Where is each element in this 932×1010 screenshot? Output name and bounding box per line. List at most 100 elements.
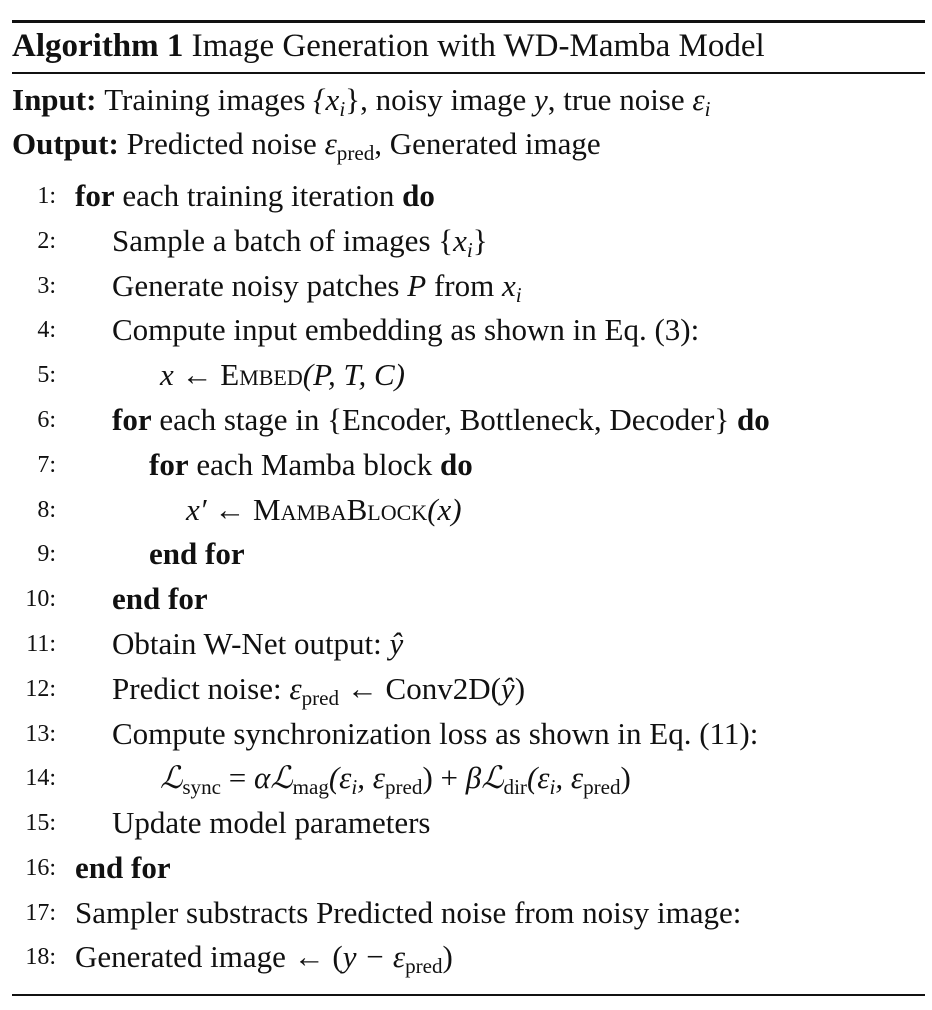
keyword-end-for: end for [75,850,171,885]
line-content: for each Mamba block do [149,443,473,487]
line-number: 5: [37,362,56,388]
math-loss: ℒ [160,760,183,795]
line-number: 12: [25,676,56,702]
output-label: Output: [12,126,119,161]
line-content: for each stage in {Encoder, Bottleneck, … [112,398,770,442]
math-sub: mag [292,774,329,799]
line-text-b: from [426,268,502,303]
algorithm-label: Algorithm 1 [12,28,184,64]
input-set: {x [313,82,340,117]
math-eq: = [220,760,254,795]
top-rule [12,20,925,23]
algorithm-title: Image Generation with WD-Mamba Model [191,28,765,64]
math-x: x [453,223,467,258]
bottom-rule [12,994,925,996]
line-number: 2: [37,228,56,254]
line-number: 16: [25,855,56,881]
math-eps: ε [289,671,302,706]
math-y: y [342,939,357,974]
paren-close: ) [422,760,433,795]
output-eps: ε [324,126,337,161]
arrow: ← [173,357,221,392]
keyword-for: for [75,178,115,213]
keyword-for: for [112,402,152,437]
output-line: Output: Predicted noise εpred, Generated… [12,124,601,164]
math-sub: pred [583,774,621,799]
math-minus-eps: − ε [356,939,406,974]
line-number: 4: [37,317,56,343]
input-eps-sub: i [704,96,711,121]
math-sub: i [549,774,556,799]
math-x: x [160,357,174,392]
keyword-do: do [737,402,770,437]
math-alpha-loss: αℒ [253,760,293,795]
line-content: Compute synchronization loss as shown in… [112,716,759,751]
math-sub: sync [182,774,221,799]
line-content: Generated image ← (y − εpred) [75,935,453,979]
function-mambablock: MambaBlock [253,492,428,527]
input-text-b: , noisy image [360,82,534,117]
line-number: 17: [25,900,56,926]
keyword-do: do [402,178,435,213]
line-content: Predict noise: εpred ← Conv2D(ŷ) [112,667,525,711]
line-text: Predict noise: [112,671,290,706]
line-content: ℒsync = αℒmag(εi, εpred) + βℒdir(εi, εpr… [160,756,631,800]
input-text: Training images [104,82,314,117]
line-content: for each training iteration do [75,174,435,218]
line-text-b: ← Conv2D( [339,671,501,706]
input-eps: ε [692,82,705,117]
line-content: Update model parameters [112,805,431,840]
input-set-sub: i [339,96,346,121]
paren-close: ) [514,671,526,706]
line-number: 1: [37,183,56,209]
output-text: Predicted noise [126,126,325,161]
line-number: 3: [37,273,56,299]
math-sub: pred [301,685,340,710]
line-number: 14: [25,765,56,791]
input-text-c: , true noise [547,82,693,117]
paren-close: ) [442,939,453,974]
line-content: x′ ← MambaBlock(x) [186,488,462,532]
line-text: each Mamba block [188,447,440,482]
line-text: each stage in {Encoder, Bottleneck, Deco… [151,402,738,437]
math-args: (ε [328,760,352,795]
math-sub: i [515,282,522,307]
math-beta-loss: βℒ [465,760,504,795]
keyword-for: for [149,447,189,482]
math-p: P [407,268,427,303]
keyword-end-for: end for [149,536,245,571]
line-text: each training iteration [114,178,403,213]
line-content: x ← Embed(P, T, C) [160,353,405,397]
line-content: Compute input embedding as shown in Eq. … [112,312,700,347]
line-number: 10: [25,586,56,612]
line-text: Sample a batch of images [112,223,439,258]
math-args: , ε [357,760,385,795]
math-plus: + [432,760,466,795]
line-number: 15: [25,810,56,836]
line-content: Sampler substracts Predicted noise from … [75,895,742,930]
algorithm-caption: Algorithm 1 Image Generation with WD-Mam… [12,26,765,66]
line-number: 18: [25,944,56,970]
input-set-close: } [345,82,361,117]
math-args: (ε [526,760,550,795]
keyword-end-for: end for [112,581,208,616]
math-sub: i [351,774,358,799]
line-number: 11: [26,631,56,657]
line-text: Generated image ← ( [75,939,343,974]
function-embed: Embed [220,357,303,392]
line-number: 13: [25,721,56,747]
line-number: 7: [37,452,56,478]
line-content: Obtain W-Net output: ŷ [112,622,403,666]
line-content: Sample a batch of images {xi} [112,219,488,263]
function-args: (x) [427,492,462,527]
line-number: 9: [37,541,56,567]
math-y-hat: ŷ [389,626,404,661]
input-line: Input: Training images {xi}, noisy image… [12,80,710,120]
math-y-hat: ŷ [500,671,515,706]
line-number: 8: [37,497,56,523]
math-args: , ε [555,760,584,795]
math-sub: pred [405,953,443,978]
math-x-prime: x′ [186,492,207,527]
paren-close: ) [620,760,631,795]
line-number: 6: [37,407,56,433]
